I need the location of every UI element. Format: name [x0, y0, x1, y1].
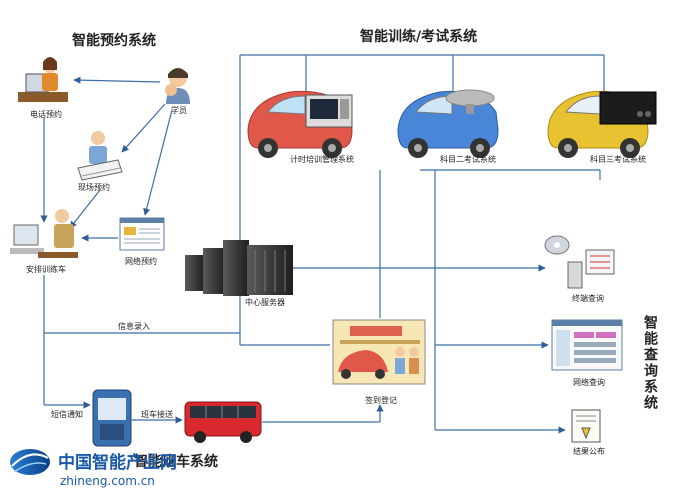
booking-system-title: 智能预约系统	[71, 32, 156, 49]
car-timer-system-icon	[247, 90, 353, 158]
bus-system-title: 智能班车系统	[133, 453, 218, 470]
arrow-student-to-web	[143, 109, 173, 216]
info-entry-label: 信息录入	[118, 321, 150, 331]
result-publish-label: 结果公布	[573, 446, 605, 456]
timer-system-label: 计时培训管理系统	[290, 154, 354, 164]
connection-lines	[40, 54, 605, 434]
car-subject3-system-icon	[547, 90, 657, 158]
schedule-car-icon	[10, 209, 78, 258]
subject2-system-label: 科目二考试系统	[440, 154, 496, 164]
site-logo	[10, 449, 50, 475]
checkin-label: 签到登记	[365, 395, 397, 405]
web-booking-label: 网络预约	[125, 256, 157, 266]
query-system-title: 智能查询系统	[642, 314, 659, 411]
student-icon	[165, 68, 190, 104]
watermark-url: zhineng.com.cn	[60, 474, 155, 488]
web-booking-icon	[119, 217, 165, 251]
car-subject2-system-icon	[397, 89, 499, 158]
central-server-icon	[185, 240, 293, 296]
result-publish-icon	[571, 409, 601, 443]
subject3-system-label: 科目三考试系统	[590, 154, 646, 164]
central-server-label: 中心服务器	[245, 297, 285, 307]
onsite-booking-icon	[77, 131, 123, 181]
mobile-phone-icon	[92, 389, 132, 447]
arrow-onsite-to-schedule	[69, 189, 101, 229]
phone-booking-person-icon	[18, 57, 68, 102]
checkin-icon	[332, 319, 426, 385]
schedule-car-label: 安排训练车	[26, 264, 66, 274]
student-label: 学员	[171, 105, 187, 115]
bus-icon	[184, 401, 262, 443]
web-query-icon	[551, 319, 623, 371]
watermark-cn: 中国智能产业网	[58, 452, 177, 473]
terminal-query-label: 终端查询	[572, 293, 604, 303]
bus-pickup-label: 班车接送	[141, 409, 173, 419]
phone-booking-label: 电话预约	[30, 109, 62, 119]
web-query-label: 网络查询	[573, 377, 605, 387]
onsite-booking-label: 现场预约	[78, 182, 110, 192]
training-system-title: 智能训练/考试系统	[359, 28, 477, 45]
sms-notice-label: 短信通知	[51, 409, 83, 419]
terminal-query-icon	[544, 235, 615, 289]
arrow-student-to-phone	[73, 76, 161, 84]
arrow-student-to-onsite	[121, 103, 166, 153]
